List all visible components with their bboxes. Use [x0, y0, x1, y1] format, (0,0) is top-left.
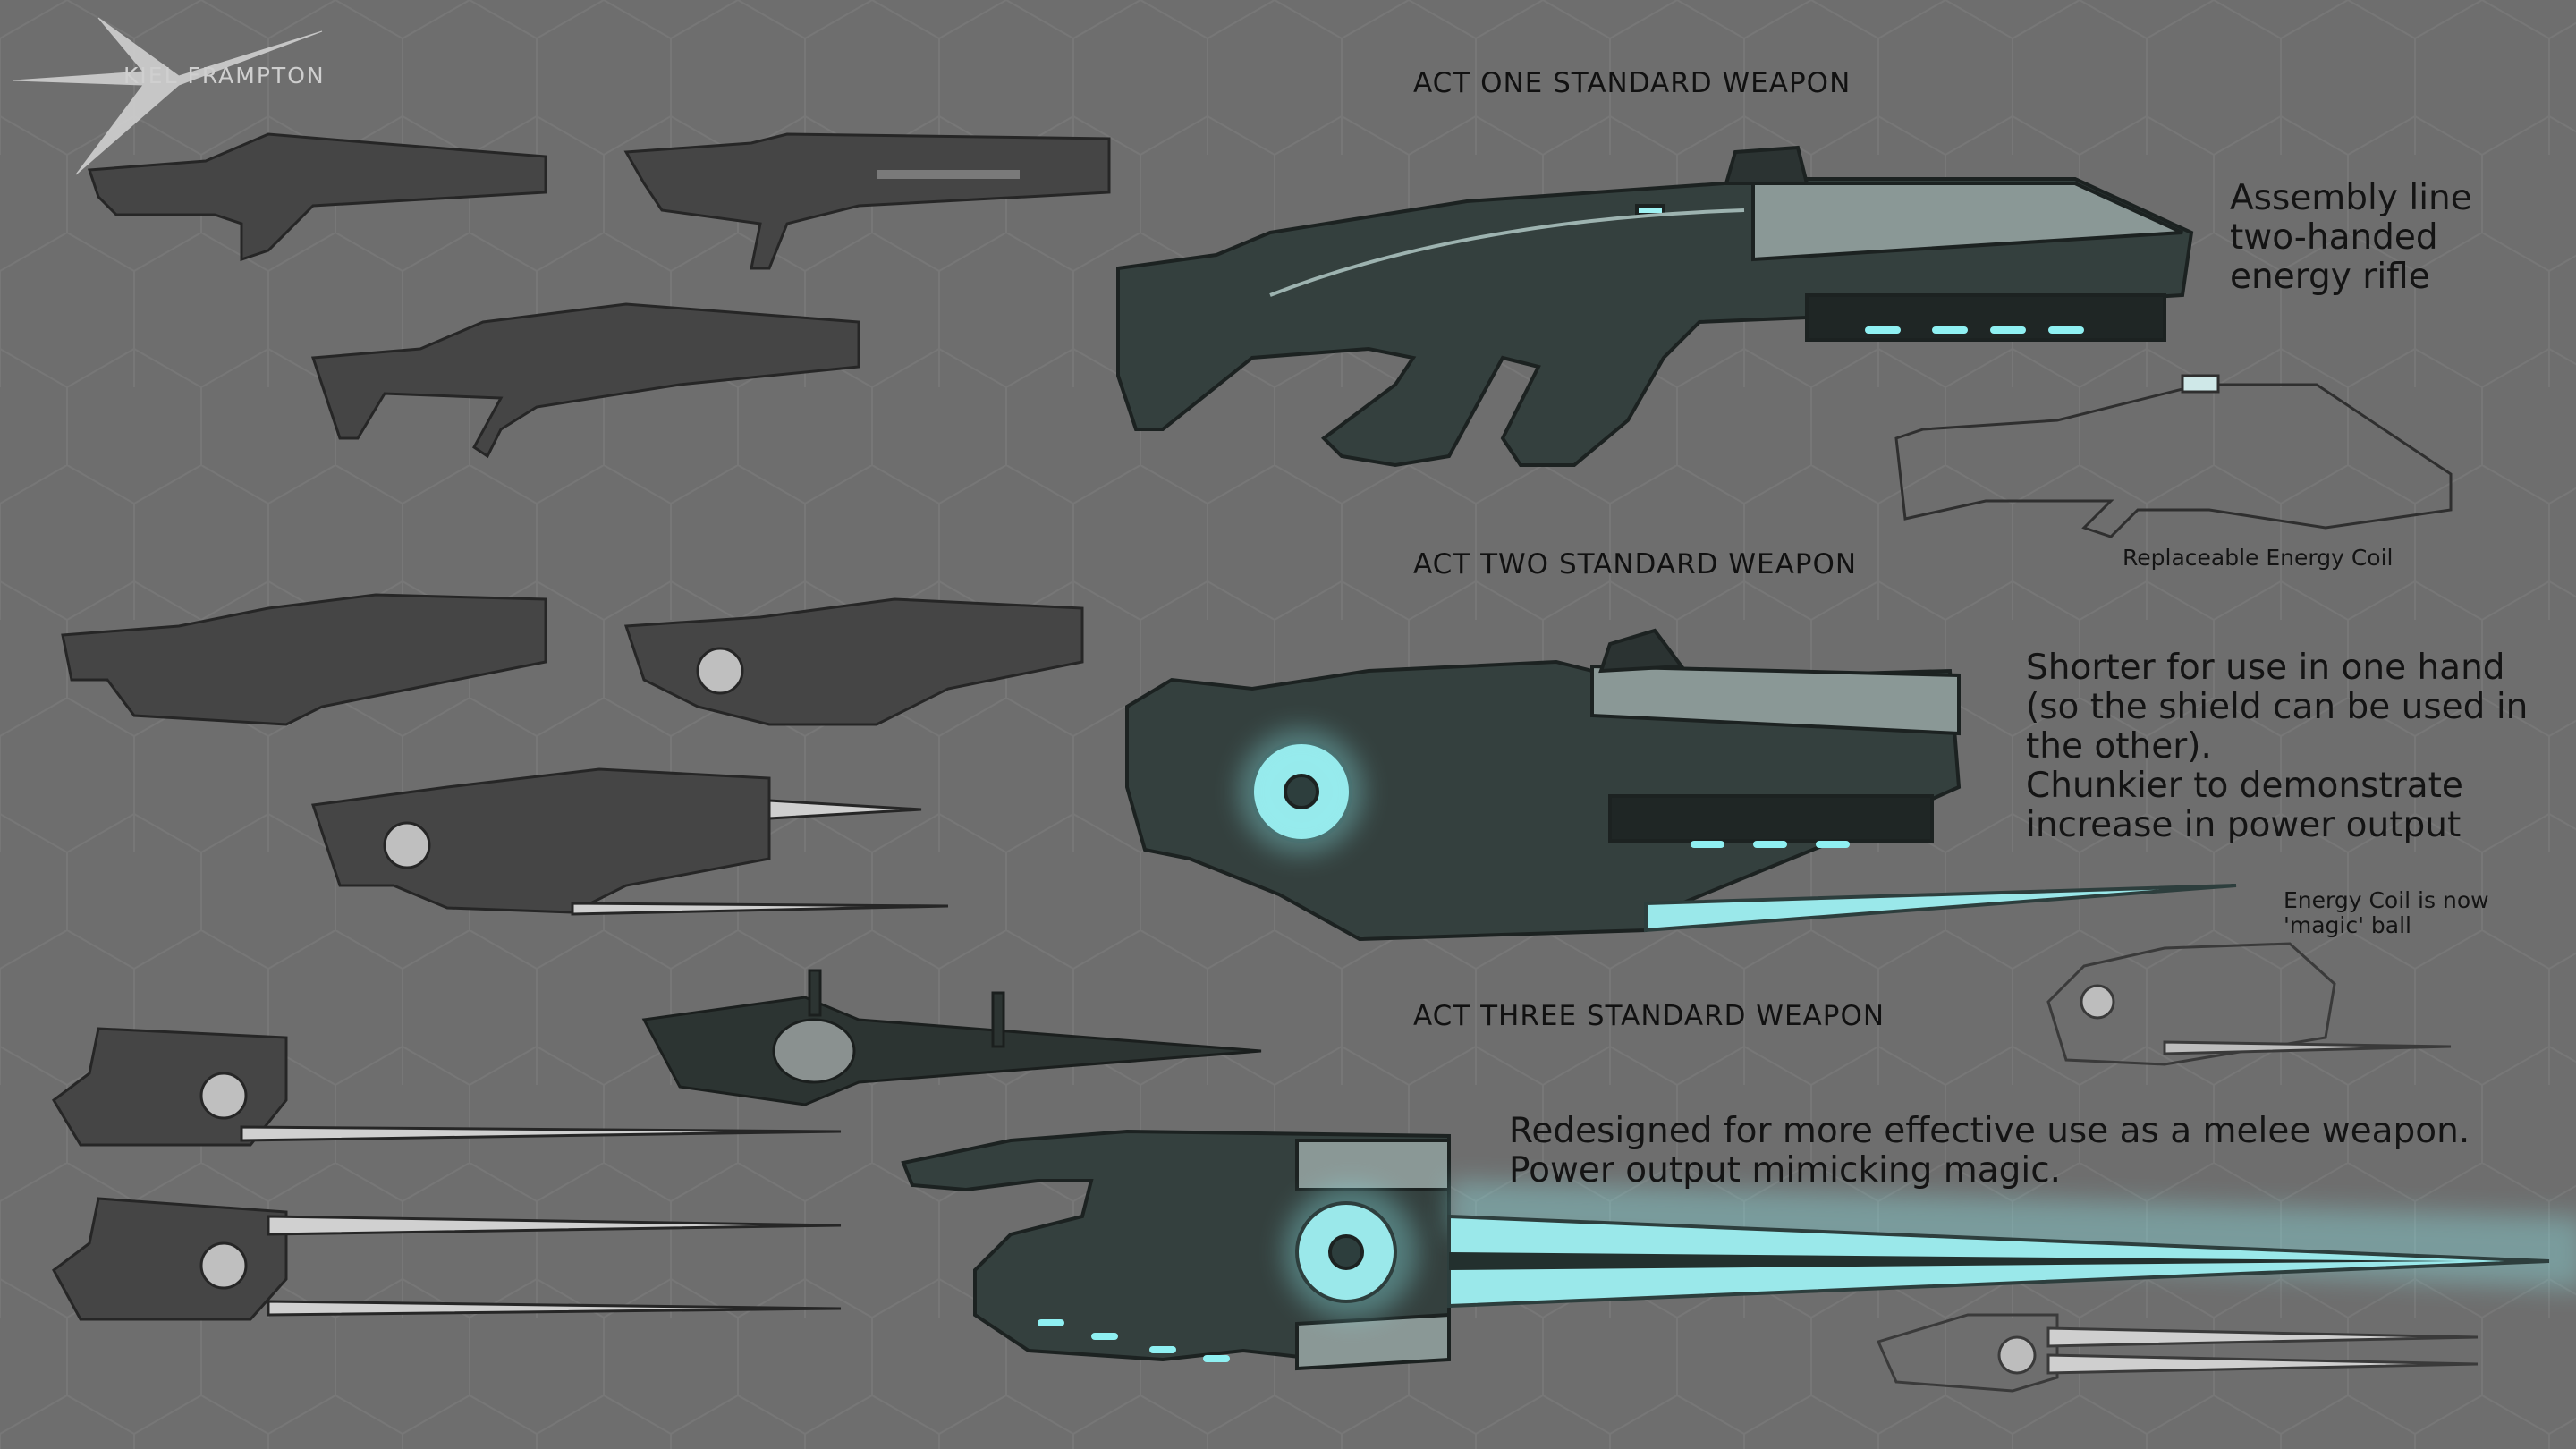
sketch-blade-pistol-1: [52, 1027, 842, 1147]
signature-logo: [13, 17, 323, 175]
act-three-blade-weapon: [901, 1129, 2576, 1371]
act-three-heading: ACT THREE STANDARD WEAPON: [1413, 1000, 1885, 1032]
signature-text: KIEL FRAMPTON: [123, 63, 326, 89]
act-three-description: Redesigned for more effective use as a m…: [1509, 1111, 2470, 1191]
act-one-coil-sketch: [1894, 374, 2453, 538]
sketch-rifle-2: [623, 132, 1111, 270]
act-two-description: Shorter for use in one hand (so the shie…: [2026, 648, 2529, 845]
sketch-rifle-5: [623, 597, 1084, 726]
sketch-rifle-1: [87, 132, 547, 262]
act-two-ball-sketch: [2046, 942, 2452, 1066]
act-one-description: Assembly line two-handed energy rifle: [2230, 178, 2472, 297]
sketch-rifle-6: [311, 767, 949, 916]
act-two-heading: ACT TWO STANDARD WEAPON: [1413, 548, 1858, 580]
sketch-rifle-3: [310, 302, 860, 459]
sketch-top-view: [641, 969, 1262, 1106]
sketch-rifle-4: [61, 593, 547, 726]
act-one-callout-label: Replaceable Energy Coil: [2123, 545, 2394, 571]
act-one-heading: ACT ONE STANDARD WEAPON: [1413, 67, 1852, 99]
act-two-rifle: [1125, 628, 2237, 942]
act-three-sketch: [1876, 1313, 2479, 1393]
act-one-rifle: [1116, 145, 2194, 468]
act-two-callout-label: Energy Coil is now 'magic' ball: [2284, 887, 2489, 938]
sketch-blade-pistol-2: [52, 1197, 842, 1321]
